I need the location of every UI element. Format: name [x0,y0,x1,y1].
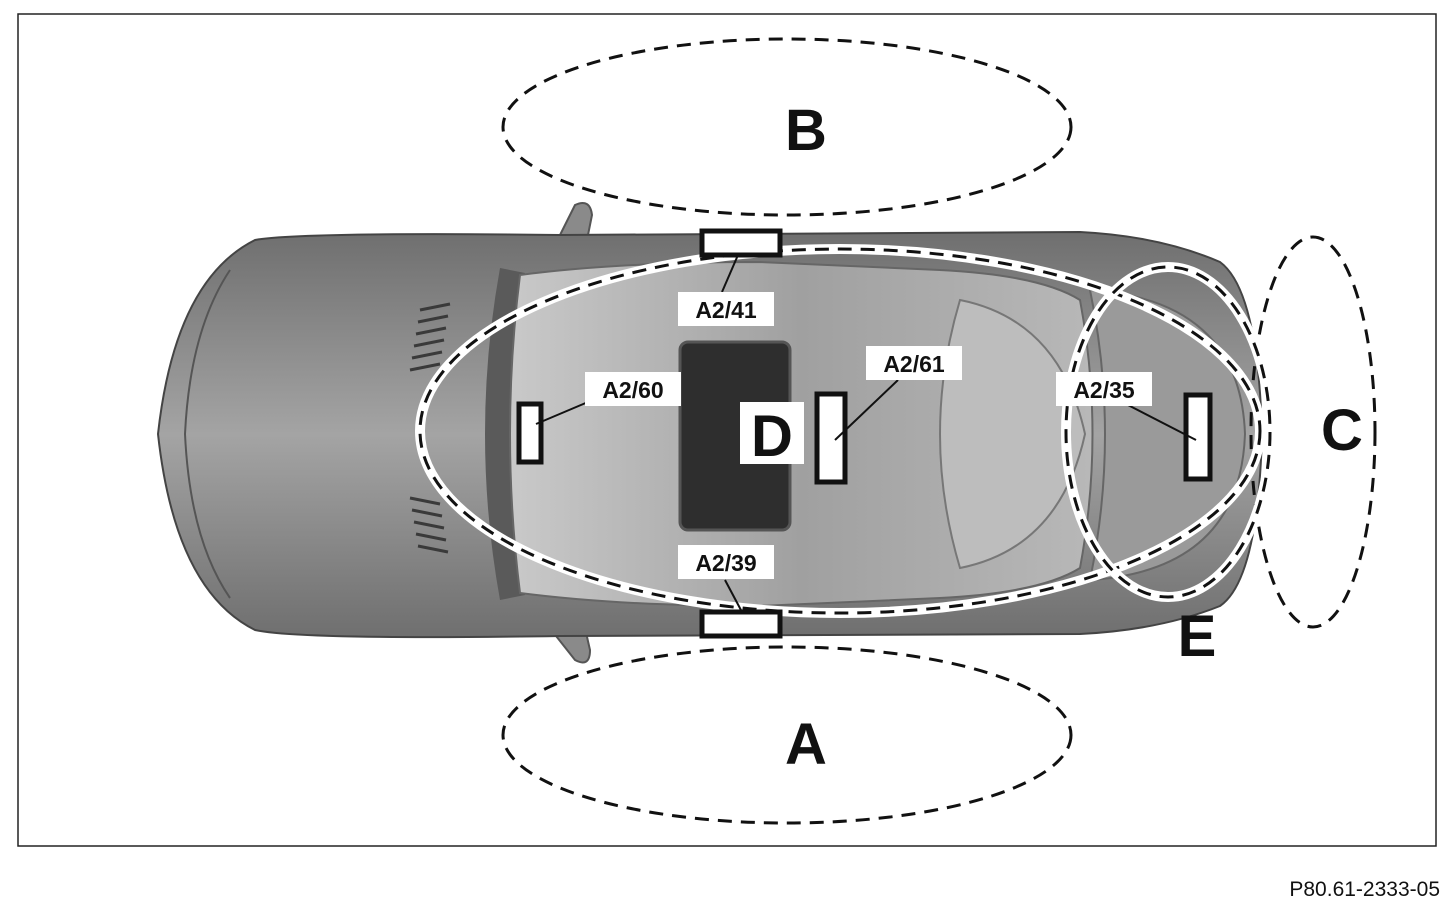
zone-b-outline [501,37,1073,217]
hood-vents [409,302,451,554]
antenna-a2-61-label-bg [866,346,962,380]
zone-e-outline [1064,265,1272,599]
diagram-frame [17,13,1437,847]
car-top-view [156,202,1264,664]
antenna-a2-39-box [699,609,783,639]
hood-line-top [184,269,231,435]
zone-c-outline [1249,235,1377,629]
rear-window [939,298,1087,570]
antenna-a2-41-box [699,228,783,258]
figure-id: P80.61-2333-05 [1289,878,1440,901]
zone-b-label: B [785,98,827,163]
zone-d-label: D [751,404,793,469]
zone-d-outline [418,247,1262,615]
antennas: A2/41 A2/39 A2/60 A2/61 A2/35 [516,228,1213,639]
detection-zones [415,37,1377,825]
trunk [1088,288,1247,582]
zone-letters: B A C D E [740,98,1363,777]
antenna-a2-61-box [814,391,848,485]
antenna-a2-39-label: A2/39 [695,550,756,576]
antenna-a2-60-label-bg [585,372,681,406]
zone-a-label: A [785,712,827,777]
antenna-a2-60-leader [535,401,589,425]
hood-line-bottom [184,433,231,599]
antenna-a2-41-label-bg [678,292,774,326]
antenna-a2-60-box [516,401,544,465]
antenna-a2-39-label-bg [678,545,774,579]
antenna-a2-39-leader [724,579,743,613]
antenna-a2-61-leader [834,379,899,441]
zone-d-label-bg [740,402,804,464]
antenna-a2-61-label: A2/61 [883,351,945,377]
antenna-a2-41-leader [721,254,739,293]
zone-a-outline [501,645,1073,825]
antenna-a2-41-label: A2/41 [695,297,757,323]
antenna-a2-35-leader [1127,404,1197,441]
antenna-a2-35-label: A2/35 [1073,377,1135,403]
zone-e-label: E [1178,604,1217,669]
zone-c-label: C [1321,398,1363,463]
antenna-a2-35-label-bg [1056,372,1152,406]
antenna-a2-60-label: A2/60 [602,377,663,403]
